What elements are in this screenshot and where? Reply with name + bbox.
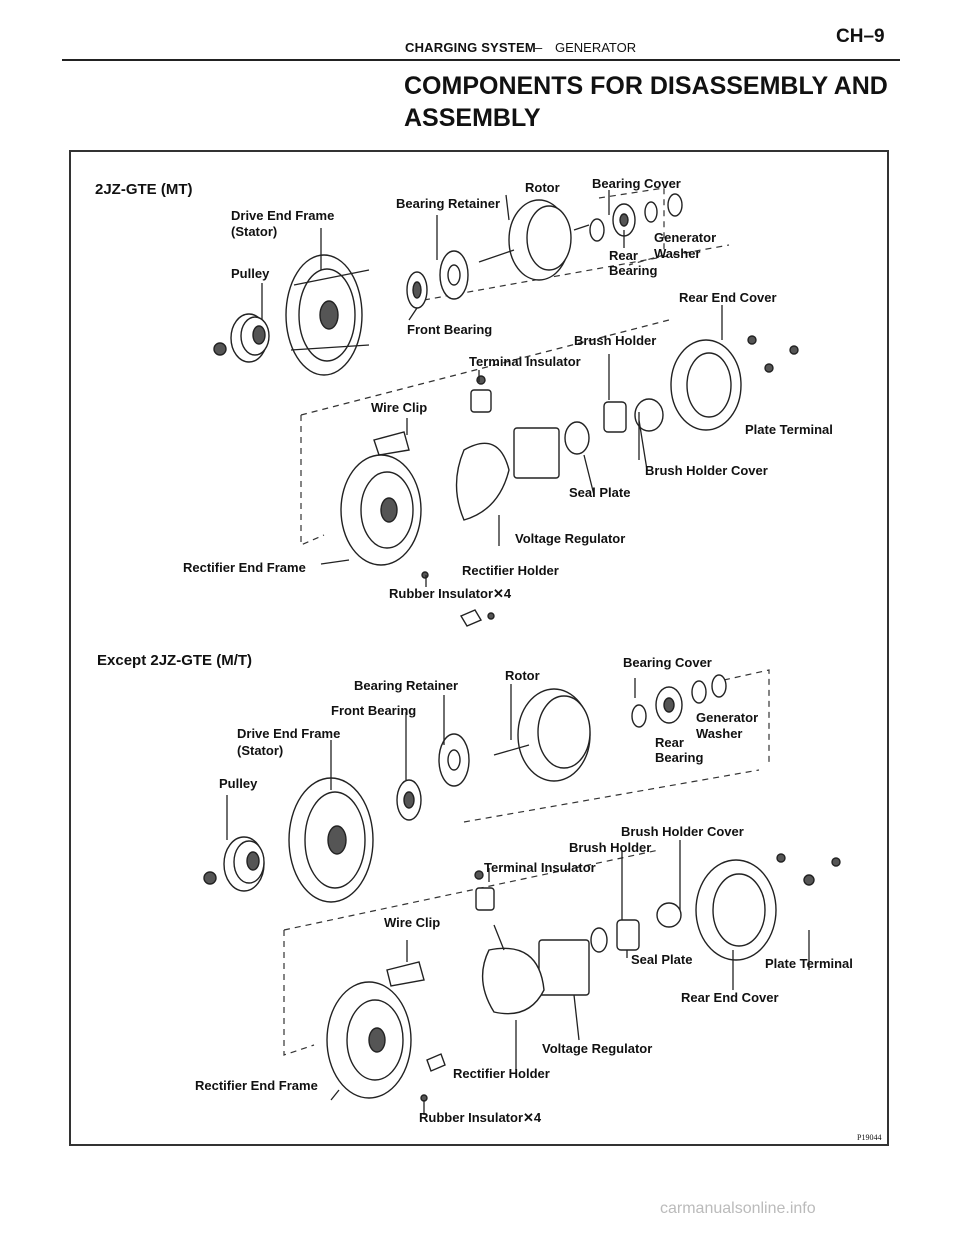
bottom-label-generator: Generator — [696, 710, 758, 725]
top-label-seal-plate: Seal Plate — [569, 485, 630, 500]
top-label-plate-terminal: Plate Terminal — [745, 422, 833, 437]
bottom-wire-clip-part — [386, 961, 425, 987]
top-label-rubber-insulator: Rubber Insulator✕4 — [389, 586, 512, 601]
watermark: carmanualsonline.info — [660, 1200, 816, 1217]
bottom-label-terminal-insulator: Terminal Insulator — [484, 860, 596, 875]
top-front-bearing-part — [406, 271, 428, 309]
top-label-brush-holder-cover: Brush Holder Cover — [645, 463, 768, 478]
top-label-terminal-insulator: Terminal Insulator — [469, 354, 581, 369]
bottom-label-front-bearing: Front Bearing — [331, 703, 416, 718]
bottom-label-rectifier-holder: Rectifier Holder — [453, 1066, 550, 1081]
bottom-dash-upper — [463, 769, 760, 823]
top-dash-right — [598, 187, 665, 266]
top-terminal-insulator-part — [470, 375, 492, 413]
top-label-bearing-cover: Bearing Cover — [592, 176, 681, 191]
bottom-terminal-insulator-part — [474, 870, 495, 911]
top-rubber-insulator-part — [421, 571, 495, 627]
top-heading: 2JZ-GTE (MT) — [95, 181, 193, 198]
diagram-bottom: Except 2JZ-GTE (M/T) — [97, 652, 853, 1125]
top-label-front-bearing: Front Bearing — [407, 322, 492, 337]
top-rotor-part — [478, 199, 590, 281]
page-header: CHARGING SYSTEM – GENERATOR CH–9 — [0, 0, 960, 70]
top-rectifier-end-frame-part — [340, 454, 422, 566]
top-pulley-part — [213, 313, 270, 363]
bottom-label-rectifier-end-frame: Rectifier End Frame — [195, 1078, 318, 1093]
bottom-brush-holder-part — [590, 902, 682, 953]
top-bearing-retainer-part — [439, 250, 469, 300]
bottom-voltage-regulator-part — [538, 939, 590, 996]
top-label-wire-clip: Wire Clip — [371, 400, 427, 415]
top-wire-clip-part — [373, 431, 410, 456]
bottom-front-bearing-part — [396, 779, 422, 821]
top-label-pulley: Pulley — [231, 266, 270, 281]
top-drive-end-frame-part — [285, 254, 370, 376]
top-rear-bearing-group — [589, 193, 683, 242]
bottom-dash-left — [283, 930, 315, 1056]
bottom-label-rotor: Rotor — [505, 668, 540, 683]
page-code: CH–9 — [836, 26, 885, 47]
top-dash-left — [300, 415, 325, 546]
bottom-label-voltage-regulator: Voltage Regulator — [542, 1041, 652, 1056]
bottom-rectifier-end-frame-part — [326, 981, 412, 1099]
bottom-label-rubber-insulator: Rubber Insulator✕4 — [419, 1110, 542, 1125]
header-separator: – — [535, 40, 543, 55]
figure-frame — [69, 150, 889, 1146]
bottom-rear-end-cover-part — [695, 853, 841, 961]
top-label-bearing: Bearing — [609, 263, 657, 278]
bottom-label-stator: (Stator) — [237, 743, 283, 758]
top-label-stator: (Stator) — [231, 224, 277, 239]
bottom-label-drive-end-frame: Drive End Frame — [237, 726, 340, 741]
bottom-rectifier-holder-part — [481, 924, 545, 1015]
bottom-label-bearing-cover: Bearing Cover — [623, 655, 712, 670]
top-rear-end-cover-part — [670, 335, 799, 431]
top-label-rear-end-cover: Rear End Cover — [679, 290, 777, 305]
top-dash-upper — [423, 244, 730, 301]
bottom-label-bearing: Bearing — [655, 750, 703, 765]
top-dash-mid — [300, 319, 670, 416]
bottom-label-rear-end-cover: Rear End Cover — [681, 990, 779, 1005]
page-title: COMPONENTS FOR DISASSEMBLY AND ASSEMBLY — [404, 72, 888, 132]
header-rule — [62, 59, 900, 61]
bottom-rotor-part — [493, 688, 591, 782]
bottom-rear-bearing-group — [631, 674, 727, 728]
bottom-label-pulley: Pulley — [219, 776, 258, 791]
top-label-rectifier-end-frame: Rectifier End Frame — [183, 560, 306, 575]
section-title: CHARGING SYSTEM — [405, 40, 536, 55]
top-voltage-regulator-part — [513, 421, 590, 479]
top-label-washer: Washer — [654, 246, 700, 261]
top-label-rear: Rear — [609, 248, 638, 263]
bottom-label-brush-holder: Brush Holder — [569, 840, 651, 855]
top-label-voltage-regulator: Voltage Regulator — [515, 531, 625, 546]
top-label-rectifier-holder: Rectifier Holder — [462, 563, 559, 578]
top-label-brush-holder: Brush Holder — [574, 333, 656, 348]
bottom-dash-right — [723, 669, 770, 762]
bottom-label-washer: Washer — [696, 726, 742, 741]
top-label-generator: Generator — [654, 230, 716, 245]
bottom-bearing-retainer-part — [438, 733, 470, 787]
exploded-view-diagram: 2JZ-GTE (MT) — [95, 176, 881, 1142]
bottom-label-seal-plate: Seal Plate — [631, 952, 692, 967]
bottom-label-brush-holder-cover: Brush Holder Cover — [621, 824, 744, 839]
top-label-bearing-retainer: Bearing Retainer — [396, 196, 500, 211]
bottom-label-wire-clip: Wire Clip — [384, 915, 440, 930]
subsection-title: GENERATOR — [555, 40, 637, 55]
bottom-label-rear: Rear — [655, 735, 684, 750]
bottom-label-bearing-retainer: Bearing Retainer — [354, 678, 458, 693]
bottom-drive-end-frame-part — [288, 777, 374, 903]
diagram-top: 2JZ-GTE (MT) — [95, 176, 833, 627]
bottom-dash-mid — [283, 849, 660, 931]
top-label-drive-end-frame: Drive End Frame — [231, 208, 334, 223]
bottom-pulley-part — [203, 836, 265, 892]
top-rectifier-holder-part — [455, 442, 510, 521]
top-brush-holder-part — [603, 398, 664, 433]
figure-code: P19044 — [857, 1133, 881, 1142]
bottom-rubber-insulator-part — [420, 1053, 446, 1102]
bottom-label-plate-terminal: Plate Terminal — [765, 956, 853, 971]
bottom-heading: Except 2JZ-GTE (M/T) — [97, 652, 252, 669]
top-label-rotor: Rotor — [525, 180, 560, 195]
